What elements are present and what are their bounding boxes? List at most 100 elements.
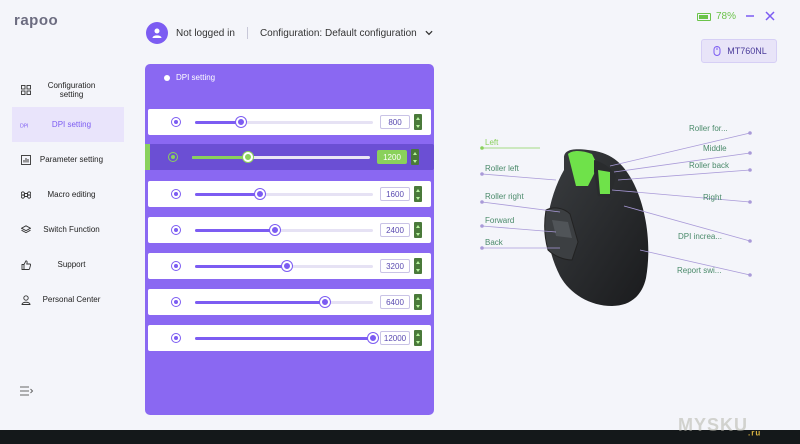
dpi-value-stepper[interactable] [414, 222, 422, 238]
dpi-slider-thumb[interactable] [368, 333, 378, 343]
minimize-button[interactable] [742, 8, 758, 24]
stepper-down-icon[interactable] [416, 304, 420, 308]
callout-label-right[interactable]: Right [703, 193, 722, 202]
stepper-up-icon[interactable] [416, 116, 420, 120]
dpi-value-input[interactable]: 12000 [380, 331, 410, 345]
sidebar-item-configuration-setting[interactable]: Configuration setting [12, 72, 124, 107]
dpi-value-input[interactable]: 1600 [380, 187, 410, 201]
stepper-down-icon[interactable] [413, 159, 417, 163]
callout-label-left[interactable]: Left [485, 138, 499, 147]
mouse-illustration [544, 149, 649, 306]
dpi-level-radio[interactable] [171, 189, 181, 199]
stepper-up-icon[interactable] [416, 296, 420, 300]
dpi-slider[interactable] [195, 297, 373, 307]
dpi-slider[interactable] [195, 117, 373, 127]
callout-label-right[interactable]: Report swi... [677, 266, 722, 275]
dpi-slider[interactable] [195, 333, 378, 343]
stepper-up-icon[interactable] [413, 151, 417, 155]
dpi-level-row[interactable]: 800 [148, 109, 431, 135]
dpi-slider-fill [195, 300, 325, 304]
dpi-value-input[interactable]: 1200 [377, 150, 407, 164]
collapse-sidebar-icon[interactable] [20, 383, 34, 401]
login-status[interactable]: Not logged in [176, 27, 235, 39]
dpi-level-radio[interactable] [171, 261, 181, 271]
dpi-level-row[interactable]: 6400 [148, 289, 431, 315]
dpi-slider-fill [195, 192, 260, 196]
callout-dot [748, 273, 752, 277]
dpi-slider-fill [195, 264, 287, 268]
dpi-slider[interactable] [192, 152, 370, 162]
callout-label-right[interactable]: DPI increa... [678, 232, 723, 241]
stepper-up-icon[interactable] [416, 260, 420, 264]
dpi-value-stepper[interactable] [414, 186, 422, 202]
sidebar-item-dpi-setting[interactable]: DPI DPI setting [12, 107, 124, 142]
callout-label-left[interactable]: Forward [485, 216, 515, 225]
dpi-level-row[interactable]: 3200 [148, 253, 431, 279]
dpi-value-input[interactable]: 6400 [380, 295, 410, 309]
stepper-up-icon[interactable] [416, 332, 420, 336]
sidebar-item-parameter-setting[interactable]: Parameter setting [12, 142, 124, 177]
stepper-up-icon[interactable] [416, 188, 420, 192]
chevron-down-icon[interactable] [425, 29, 433, 37]
stepper-down-icon[interactable] [416, 232, 420, 236]
callout-label-right[interactable]: Roller for... [689, 124, 728, 133]
callout-dot [748, 151, 752, 155]
chart-icon [20, 154, 31, 165]
dpi-level-row[interactable]: 1200 [145, 144, 434, 170]
sidebar-item-label: Support [57, 260, 86, 269]
dpi-value-input[interactable]: 800 [380, 115, 410, 129]
callout-dot [480, 224, 484, 228]
configuration-selector[interactable]: Configuration: Default configuration [259, 27, 417, 39]
dpi-level-row[interactable]: 2400 [148, 217, 431, 243]
close-icon [765, 11, 775, 21]
dpi-level-radio[interactable] [171, 333, 181, 343]
dpi-value-stepper[interactable] [414, 114, 422, 130]
dpi-value-input[interactable]: 3200 [380, 259, 410, 273]
dpi-slider-thumb[interactable] [281, 261, 292, 271]
dpi-slider-fill [192, 155, 249, 159]
dpi-level-row[interactable]: 12000 [148, 325, 431, 351]
dpi-slider[interactable] [195, 225, 373, 235]
avatar[interactable] [146, 22, 168, 44]
dpi-level-radio[interactable] [171, 225, 181, 235]
stepper-down-icon[interactable] [416, 340, 420, 344]
dpi-slider-thumb[interactable] [269, 225, 280, 235]
stepper-up-icon[interactable] [416, 224, 420, 228]
dpi-slider[interactable] [195, 189, 373, 199]
dpi-value-stepper[interactable] [411, 149, 419, 165]
thumbs-up-icon [20, 259, 31, 270]
dpi-level-radio[interactable] [168, 152, 178, 162]
sidebar-item-switch-function[interactable]: Switch Function [12, 212, 124, 247]
dpi-slider-thumb[interactable] [254, 189, 265, 199]
sidebar-item-personal-center[interactable]: Personal Center [12, 282, 124, 317]
dpi-slider[interactable] [195, 261, 373, 271]
dpi-level-row[interactable]: 1600 [148, 181, 431, 207]
sidebar-item-macro-editing[interactable]: Macro editing [12, 177, 124, 212]
dpi-value-stepper[interactable] [414, 330, 422, 346]
callout-leader-line [623, 205, 751, 242]
stepper-down-icon[interactable] [416, 268, 420, 272]
dpi-value-input[interactable]: 2400 [380, 223, 410, 237]
sidebar-item-support[interactable]: Support [12, 247, 124, 282]
callout-label-right[interactable]: Roller back [689, 161, 730, 170]
dpi-slider-thumb[interactable] [243, 152, 254, 162]
callout-label-right[interactable]: Middle [703, 144, 727, 153]
person-icon [20, 294, 31, 305]
rapoo-logo: rapoo [14, 12, 59, 29]
callout-label-left[interactable]: Back [485, 238, 503, 247]
device-selector-button[interactable]: MT760NL [701, 39, 777, 63]
callout-label-left[interactable]: Roller right [485, 192, 524, 201]
dpi-value-stepper[interactable] [414, 258, 422, 274]
close-button[interactable] [762, 8, 778, 24]
stepper-down-icon[interactable] [416, 196, 420, 200]
dpi-level-radio[interactable] [171, 297, 181, 307]
callout-leader-line [617, 169, 751, 181]
dpi-slider-thumb[interactable] [319, 297, 330, 307]
dpi-slider-fill [195, 228, 275, 232]
dpi-slider-thumb[interactable] [235, 117, 246, 127]
minimize-icon [746, 15, 754, 17]
dpi-value-stepper[interactable] [414, 294, 422, 310]
dpi-level-radio[interactable] [171, 117, 181, 127]
stepper-down-icon[interactable] [416, 124, 420, 128]
callout-label-left[interactable]: Roller left [485, 164, 519, 173]
